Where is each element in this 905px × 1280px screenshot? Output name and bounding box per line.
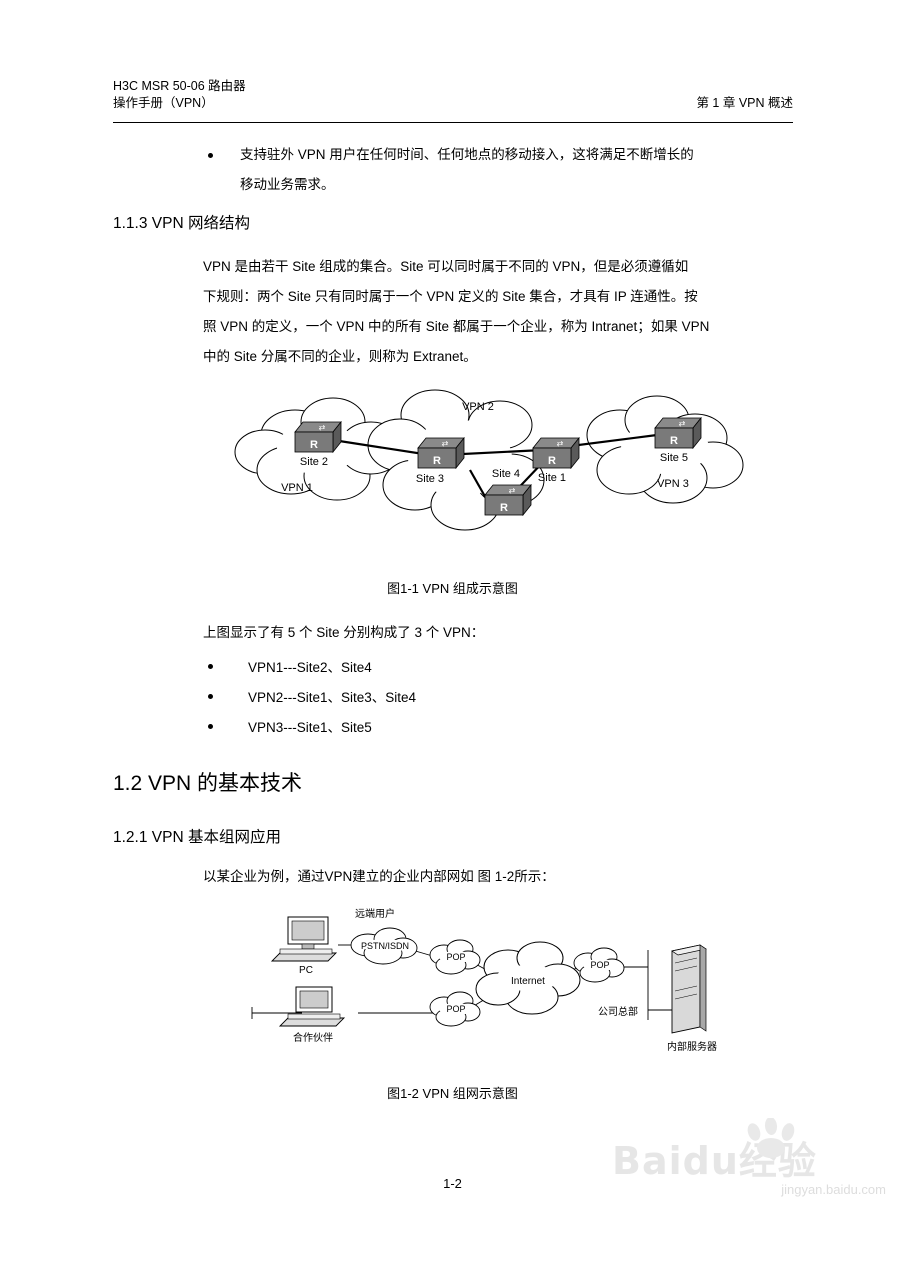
figure2-label-partner: 合作伙伴 <box>293 1031 333 1044</box>
figure-vpn-composition: R R R R R ⇄ ⇄ ⇄ ⇄ ⇄ Site 2 VPN 1 Site 3 … <box>225 360 770 575</box>
paragraph-vpn-definition: VPN 是由若干 Site 组成的集合。Site 可以同时属于不同的 VPN，但… <box>203 252 788 372</box>
figure2-pc-icon <box>270 916 338 962</box>
svg-text:⇄: ⇄ <box>442 439 449 448</box>
figure2-label-pop3: POP <box>446 1004 465 1014</box>
figure1-label-site3: Site 3 <box>416 473 444 485</box>
header-chapter: 第 1 章 VPN 概述 <box>696 96 793 110</box>
list-item: VPN3---Site1、Site5 <box>248 720 372 735</box>
page-number: 1-2 <box>443 1176 462 1191</box>
header-divider <box>113 122 793 123</box>
svg-text:R: R <box>670 435 678 447</box>
heading-1-2: 1.2 VPN 的基本技术 <box>113 772 303 795</box>
figure2-caption: 图1-2 VPN 组网示意图 <box>387 1086 518 1101</box>
figure2-server-icon <box>671 944 707 1034</box>
watermark-url: jingyan.baidu.com <box>781 1182 886 1197</box>
svg-text:R: R <box>500 502 508 514</box>
figure2-label-pstn: PSTN/ISDN <box>361 941 409 951</box>
header-title-line1: H3C MSR 50-06 路由器 <box>113 79 246 93</box>
header-left: H3C MSR 50-06 路由器 操作手册（VPN） <box>113 78 246 112</box>
paragraph-line-4: 中的 Site 分属不同的企业，则称为 Extranet。 <box>203 349 477 364</box>
bullet-top-line1: 支持驻外 VPN 用户在任何时间、任何地点的移动接入，这将满足不断增长的 <box>240 147 694 162</box>
figure2-label-internet: Internet <box>511 976 545 987</box>
bullet-top-line2: 移动业务需求。 <box>240 177 335 192</box>
svg-text:⇄: ⇄ <box>319 423 326 432</box>
list-item: VPN2---Site1、Site3、Site4 <box>248 690 417 705</box>
svg-text:⇄: ⇄ <box>557 439 564 448</box>
svg-text:⇄: ⇄ <box>679 419 686 428</box>
figure1-label-vpn1: VPN 1 <box>281 482 313 494</box>
watermark-brand: Baidu经验 <box>612 1139 817 1183</box>
figure1-label-site4: Site 4 <box>492 468 520 480</box>
bullet-marker <box>208 694 213 699</box>
bullet-marker <box>208 664 213 669</box>
paragraph-line-2: 下规则：两个 Site 只有同时属于一个 VPN 定义的 Site 集合，才具有… <box>203 289 698 304</box>
bullet-top-text: 支持驻外 VPN 用户在任何时间、任何地点的移动接入，这将满足不断增长的 移动业… <box>240 140 785 200</box>
paragraph-line-3: 照 VPN 的定义，一个 VPN 中的所有 Site 都属于一个企业，称为 In… <box>203 319 710 334</box>
figure1-label-site5: Site 5 <box>660 452 688 464</box>
paw-icon <box>747 1118 795 1158</box>
bullet-marker <box>208 153 213 158</box>
figure1-label-vpn2: VPN 2 <box>462 401 494 413</box>
figure2-label-pc: PC <box>299 965 313 976</box>
figure1-caption: 图1-1 VPN 组成示意图 <box>387 581 518 596</box>
paragraph-line-1: VPN 是由若干 Site 组成的集合。Site 可以同时属于不同的 VPN，但… <box>203 259 689 274</box>
figure2-label-hq: 公司总部 <box>598 1005 638 1018</box>
list-item: VPN1---Site2、Site4 <box>248 660 372 675</box>
svg-text:R: R <box>548 455 556 467</box>
figure-vpn-networking: 远端用户 PC PSTN/ISDN POP POP POP Internet 合… <box>240 895 770 1055</box>
figure2-partner-pc-icon <box>278 986 346 1027</box>
baidu-watermark: Baidu经验 jingyan.baidu.com <box>612 1118 892 1230</box>
bullet-marker <box>208 724 213 729</box>
figure1-label-site1: Site 1 <box>538 472 566 484</box>
figure2-label-server: 内部服务器 <box>667 1040 717 1053</box>
figure2-label-pop1: POP <box>446 952 465 962</box>
figure2-label-remote-user: 远端用户 <box>355 907 395 920</box>
heading-1-2-1: 1.2.1 VPN 基本组网应用 <box>113 829 281 846</box>
svg-text:R: R <box>310 439 318 451</box>
figure1-label-vpn3: VPN 3 <box>657 478 689 490</box>
figure1-label-site2: Site 2 <box>300 456 328 468</box>
svg-text:⇄: ⇄ <box>509 486 516 495</box>
page-header: H3C MSR 50-06 路由器 操作手册（VPN） 第 1 章 VPN 概述 <box>113 78 793 112</box>
paragraph-enterprise-example: 以某企业为例，通过VPN建立的企业内部网如 图 1-2所示： <box>203 869 555 884</box>
paragraph-summary: 上图显示了有 5 个 Site 分别构成了 3 个 VPN： <box>203 625 485 640</box>
header-title-line2: 操作手册（VPN） <box>113 96 214 110</box>
svg-text:R: R <box>433 455 441 467</box>
figure2-label-pop2: POP <box>590 960 609 970</box>
heading-1-1-3: 1.1.3 VPN 网络结构 <box>113 215 250 232</box>
